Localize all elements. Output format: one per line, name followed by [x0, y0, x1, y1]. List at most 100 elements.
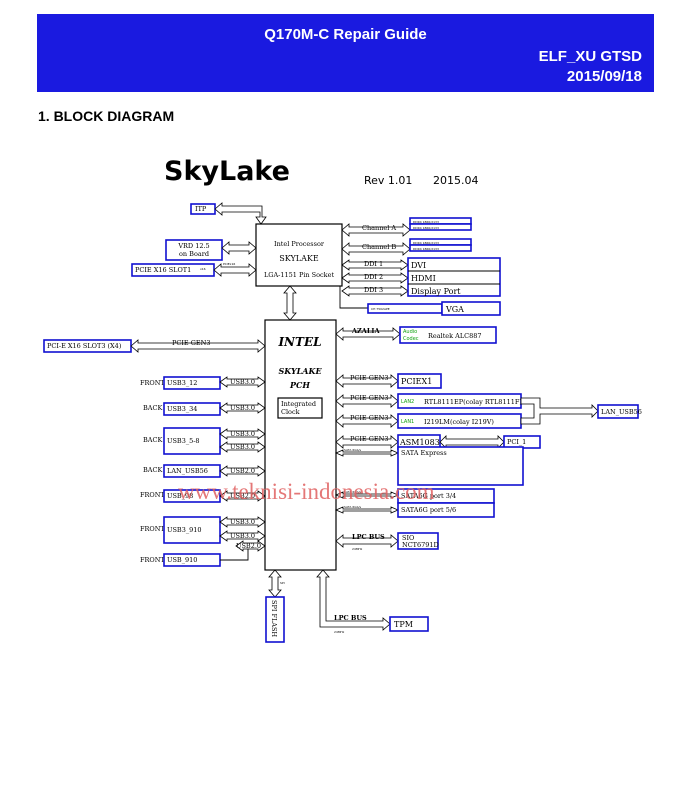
usb-arrow-4: [219, 441, 266, 453]
itp-arrow: [214, 202, 267, 225]
back-label-1: BACK: [143, 404, 162, 412]
back-label-2: BACK: [143, 436, 162, 444]
spi-label: SPI: [280, 581, 285, 585]
vrd-line2: on Board: [179, 250, 209, 258]
vga-line: [339, 286, 368, 309]
lpc-tpm-freq: 24MHz: [334, 630, 345, 634]
ddi2-label: DDI 2: [364, 273, 383, 281]
usb30-sig-3: USB3.0: [230, 430, 255, 438]
usb3-58-block: [163, 427, 221, 455]
usb-arrow-8: [219, 530, 266, 542]
vga-label: VGA: [445, 305, 464, 314]
pcie-slot3-label: PCI-E X16 SLOT3 (X4): [47, 342, 122, 350]
pciex1-block: [397, 373, 442, 389]
usb3-34-block: [163, 402, 221, 416]
clock-line2: Clock: [281, 408, 300, 416]
sio-block: [397, 532, 439, 550]
usb3-58-label: USB3_5-8: [167, 437, 200, 445]
vrd-arrow: [221, 241, 257, 255]
section-title: 1. BLOCK DIAGRAM: [38, 108, 175, 124]
pciex1-label: PCIEX1: [401, 377, 432, 386]
usb3-34-label: USB3_34: [167, 405, 197, 413]
front-label-1: FRONT: [140, 379, 165, 387]
watermark: www.teknisi-indonesia.com: [178, 479, 435, 504]
front-label-3: FRONT: [140, 525, 165, 533]
azalia-label: AZALIA: [351, 327, 380, 335]
pch-line3: PCH: [289, 380, 310, 390]
usb3-910-block: [163, 516, 221, 544]
audio-label2: Codec: [403, 336, 419, 342]
usb20-sig-2: USB2.0: [230, 492, 255, 500]
pcie-gen3-slot3: PCIE GEN3: [172, 339, 211, 347]
usb-910-label: USB_910: [167, 556, 197, 564]
sio-label2: NCT6791D: [402, 541, 439, 549]
usb30-sig-5: USB3.0: [230, 518, 255, 526]
pch-line2: SKYLAKE: [278, 366, 322, 376]
sata-port56-block: [397, 502, 495, 518]
lan-usb56-right-label: LAN_USB56: [601, 408, 642, 416]
asm1083-label: ASM1083: [399, 438, 440, 447]
sata1-sig: SATA 6Gb/s: [344, 448, 362, 452]
usb20-sig-1: USB2.0: [230, 467, 255, 475]
usb30-sig-1: USB3.0: [230, 378, 255, 386]
pcie-slot1-label: PCIE X16 SLOT1: [135, 266, 191, 274]
spi-flash-label: SPI FLASH: [270, 600, 278, 637]
ddi1-label: DDI 1: [364, 260, 383, 268]
guide-title: Q170M-C Repair Guide: [264, 26, 427, 43]
itp-label: ITP: [195, 205, 207, 213]
usb-arrow-6: [219, 490, 266, 502]
audio-block: [399, 326, 497, 344]
usb3-12-label: USB3_12: [167, 379, 197, 387]
sata-express-label: SATA Express: [401, 449, 447, 457]
pcie-gen3-lan1: PCIE GEN3: [350, 414, 389, 422]
pcie-slot3-arrow: [130, 339, 266, 353]
usb30-sig-4: USB3.0: [230, 443, 255, 451]
lpc-sio-label: LPC BUS: [352, 533, 385, 541]
dmi-arrow: [283, 285, 297, 321]
pciex16-sig: PCIEx16: [223, 262, 235, 266]
vrd-block: [165, 239, 223, 261]
diagram-date: 2015.04: [433, 174, 479, 187]
sio-label1: SIO: [402, 534, 414, 542]
lan2-chip: RTL8111EP(colay RTL8111F): [424, 398, 522, 406]
sata-port56-label: SATA6G port 5/6: [401, 506, 456, 514]
pci1-label: PCI_1: [507, 438, 526, 446]
usb30-sig-6: USB3.0: [230, 532, 255, 540]
ddi3-label: DDI 3: [364, 286, 383, 294]
cpu-block: [255, 223, 343, 287]
usb-98-label: USB_98: [167, 492, 193, 500]
front-label-2: FRONT: [140, 491, 165, 499]
pcie-slot1-arrow: [213, 263, 257, 277]
lan-merge-arrow: [520, 397, 599, 425]
lan2-label: LAN2: [401, 399, 414, 405]
pcie-gen3-lan2: PCIE GEN3: [350, 394, 389, 402]
ddr-box-4: [409, 244, 472, 252]
sata-port34-label: SATA6G port 3/4: [401, 492, 456, 500]
lan-usb56-right-block: [597, 404, 639, 419]
ddr-label-4: DDR4 1866/2133: [413, 247, 439, 251]
sata2-sig: SATA 6Gb/s: [344, 490, 362, 494]
pcie-x16-label: x16: [200, 267, 206, 271]
integrated-clock-block: [277, 397, 323, 419]
lan-usb56-label: LAN_USB56: [167, 467, 208, 475]
usb-arrow-5: [219, 465, 266, 477]
realtek-label: Realtek ALC887: [428, 332, 482, 340]
hdmi-label: HDMI: [411, 274, 436, 283]
usb-arrow-2: [219, 402, 266, 414]
display-block: [407, 257, 501, 297]
usb-arrow-9: [235, 540, 266, 552]
tpm-block: [389, 616, 429, 632]
clock-line1: Integrated: [281, 400, 316, 408]
pch-line1: INTEL: [277, 335, 321, 349]
audio-label1: Audio: [403, 329, 417, 335]
ddr-box-2: [409, 223, 472, 231]
usb-arrow-7: [219, 516, 266, 528]
channel-b-label: Channel B: [362, 243, 396, 251]
usb-arrow-3: [219, 428, 266, 440]
spi-flash-block: [265, 596, 285, 643]
pcie-gen3-pciex1: PCIE GEN3: [350, 374, 389, 382]
guide-date: 2015/09/18: [566, 68, 642, 85]
channel-a-label: Channel A: [362, 224, 396, 232]
dp-label: Display Port: [411, 287, 461, 296]
